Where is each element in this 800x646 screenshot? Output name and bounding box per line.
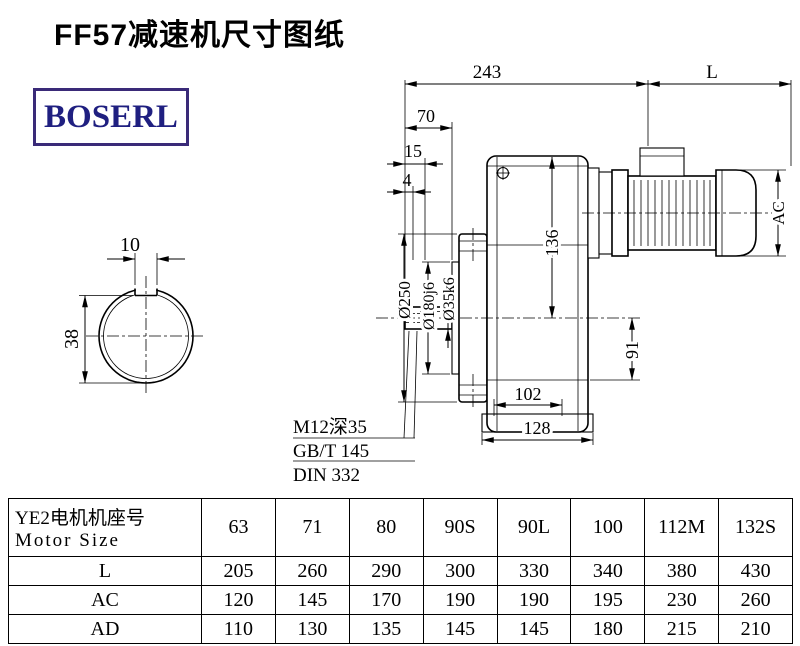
dim-128: 128 bbox=[524, 418, 551, 438]
dimension-drawing: 243 L 70 15 4 10 38 Ø250 Ø180j6 Ø35k6 13… bbox=[61, 62, 792, 486]
table-cell: 180 bbox=[570, 614, 646, 644]
table-cell: 215 bbox=[644, 614, 720, 644]
table-cell: 380 bbox=[644, 556, 720, 586]
dim-spigot-diameter: Ø180j6 bbox=[421, 282, 438, 330]
table-cell: 330 bbox=[496, 556, 572, 586]
table-cell: 260 bbox=[274, 556, 350, 586]
dim-keyway-38: 38 bbox=[61, 329, 83, 349]
table-cell: 430 bbox=[718, 556, 793, 586]
row-label: L bbox=[8, 556, 202, 586]
dimension-labels: 243 L 70 15 4 10 38 Ø250 Ø180j6 Ø35k6 13… bbox=[61, 62, 791, 486]
column-header: 90S bbox=[422, 498, 498, 557]
dim-AC: AC bbox=[769, 201, 788, 225]
dim-4: 4 bbox=[403, 170, 412, 190]
column-header: 71 bbox=[274, 498, 350, 557]
column-header-motor-size: YE2电机机座号 Motor Size bbox=[8, 498, 202, 557]
table-cell: 195 bbox=[570, 585, 646, 615]
table-cell: 145 bbox=[422, 614, 498, 644]
note-tap-m12: M12深35 bbox=[293, 416, 367, 438]
shaft-end-view bbox=[86, 276, 206, 396]
column-header: 90L bbox=[496, 498, 572, 557]
dim-shaft-diameter: Ø35k6 bbox=[441, 277, 458, 321]
dim-flange-diameter: Ø250 bbox=[395, 281, 414, 319]
table-cell: 260 bbox=[718, 585, 793, 615]
table-cell: 145 bbox=[496, 614, 572, 644]
column-header: 132S bbox=[718, 498, 793, 557]
motor-size-table: YE2电机机座号 Motor Size 63 71 80 90S 90L 100… bbox=[8, 498, 793, 644]
column-header: 100 bbox=[570, 498, 646, 557]
table-cell: 230 bbox=[644, 585, 720, 615]
note-gbt-145: GB/T 145 bbox=[293, 441, 369, 462]
table-cell: 205 bbox=[201, 556, 276, 586]
table-header-row: YE2电机机座号 Motor Size 63 71 80 90S 90L 100… bbox=[8, 498, 793, 557]
page-title: FF57减速机尺寸图纸 bbox=[54, 19, 346, 52]
table-cell: 190 bbox=[496, 585, 572, 615]
logo-text: BOSERL bbox=[44, 98, 178, 135]
row-label: AC bbox=[8, 585, 202, 615]
table-cell: 145 bbox=[274, 585, 350, 615]
table-cell: 130 bbox=[274, 614, 350, 644]
shaft-end-dimension-lines bbox=[79, 253, 185, 384]
header-cn: YE2电机机座号 bbox=[15, 508, 145, 529]
housing-base bbox=[481, 413, 594, 433]
table-cell: 120 bbox=[201, 585, 276, 615]
table-row-AC: AC 120 145 170 190 190 195 230 260 bbox=[8, 585, 793, 615]
dim-motor-length-L: L bbox=[706, 62, 718, 83]
table-cell: 340 bbox=[570, 556, 646, 586]
dimension-lines bbox=[293, 80, 792, 462]
table-row-L: L 205 260 290 300 330 340 380 430 bbox=[8, 556, 793, 586]
dim-keyway-10: 10 bbox=[120, 234, 140, 256]
table-cell: 135 bbox=[348, 614, 424, 644]
terminal-box bbox=[639, 147, 685, 177]
dim-102: 102 bbox=[515, 384, 542, 404]
table-cell: 170 bbox=[348, 585, 424, 615]
dim-15: 15 bbox=[404, 141, 422, 161]
dim-91: 91 bbox=[622, 341, 642, 359]
column-header: 112M bbox=[644, 498, 720, 557]
centerlines bbox=[376, 212, 772, 319]
row-label: AD bbox=[8, 614, 202, 644]
motor-side-view bbox=[587, 147, 757, 259]
boserl-logo: BOSERL bbox=[33, 88, 189, 146]
dim-136: 136 bbox=[542, 230, 562, 257]
dim-243: 243 bbox=[473, 62, 502, 83]
table-cell: 300 bbox=[422, 556, 498, 586]
column-header: 63 bbox=[201, 498, 276, 557]
note-din-332: DIN 332 bbox=[293, 465, 360, 486]
header-en: Motor Size bbox=[15, 530, 120, 551]
dim-70: 70 bbox=[417, 106, 435, 126]
table-cell: 290 bbox=[348, 556, 424, 586]
table-cell: 210 bbox=[718, 614, 793, 644]
table-cell: 190 bbox=[422, 585, 498, 615]
motor-body bbox=[627, 175, 717, 251]
column-header: 80 bbox=[348, 498, 424, 557]
table-row-AD: AD 110 130 135 145 145 180 215 210 bbox=[8, 614, 793, 644]
table-cell: 110 bbox=[201, 614, 276, 644]
